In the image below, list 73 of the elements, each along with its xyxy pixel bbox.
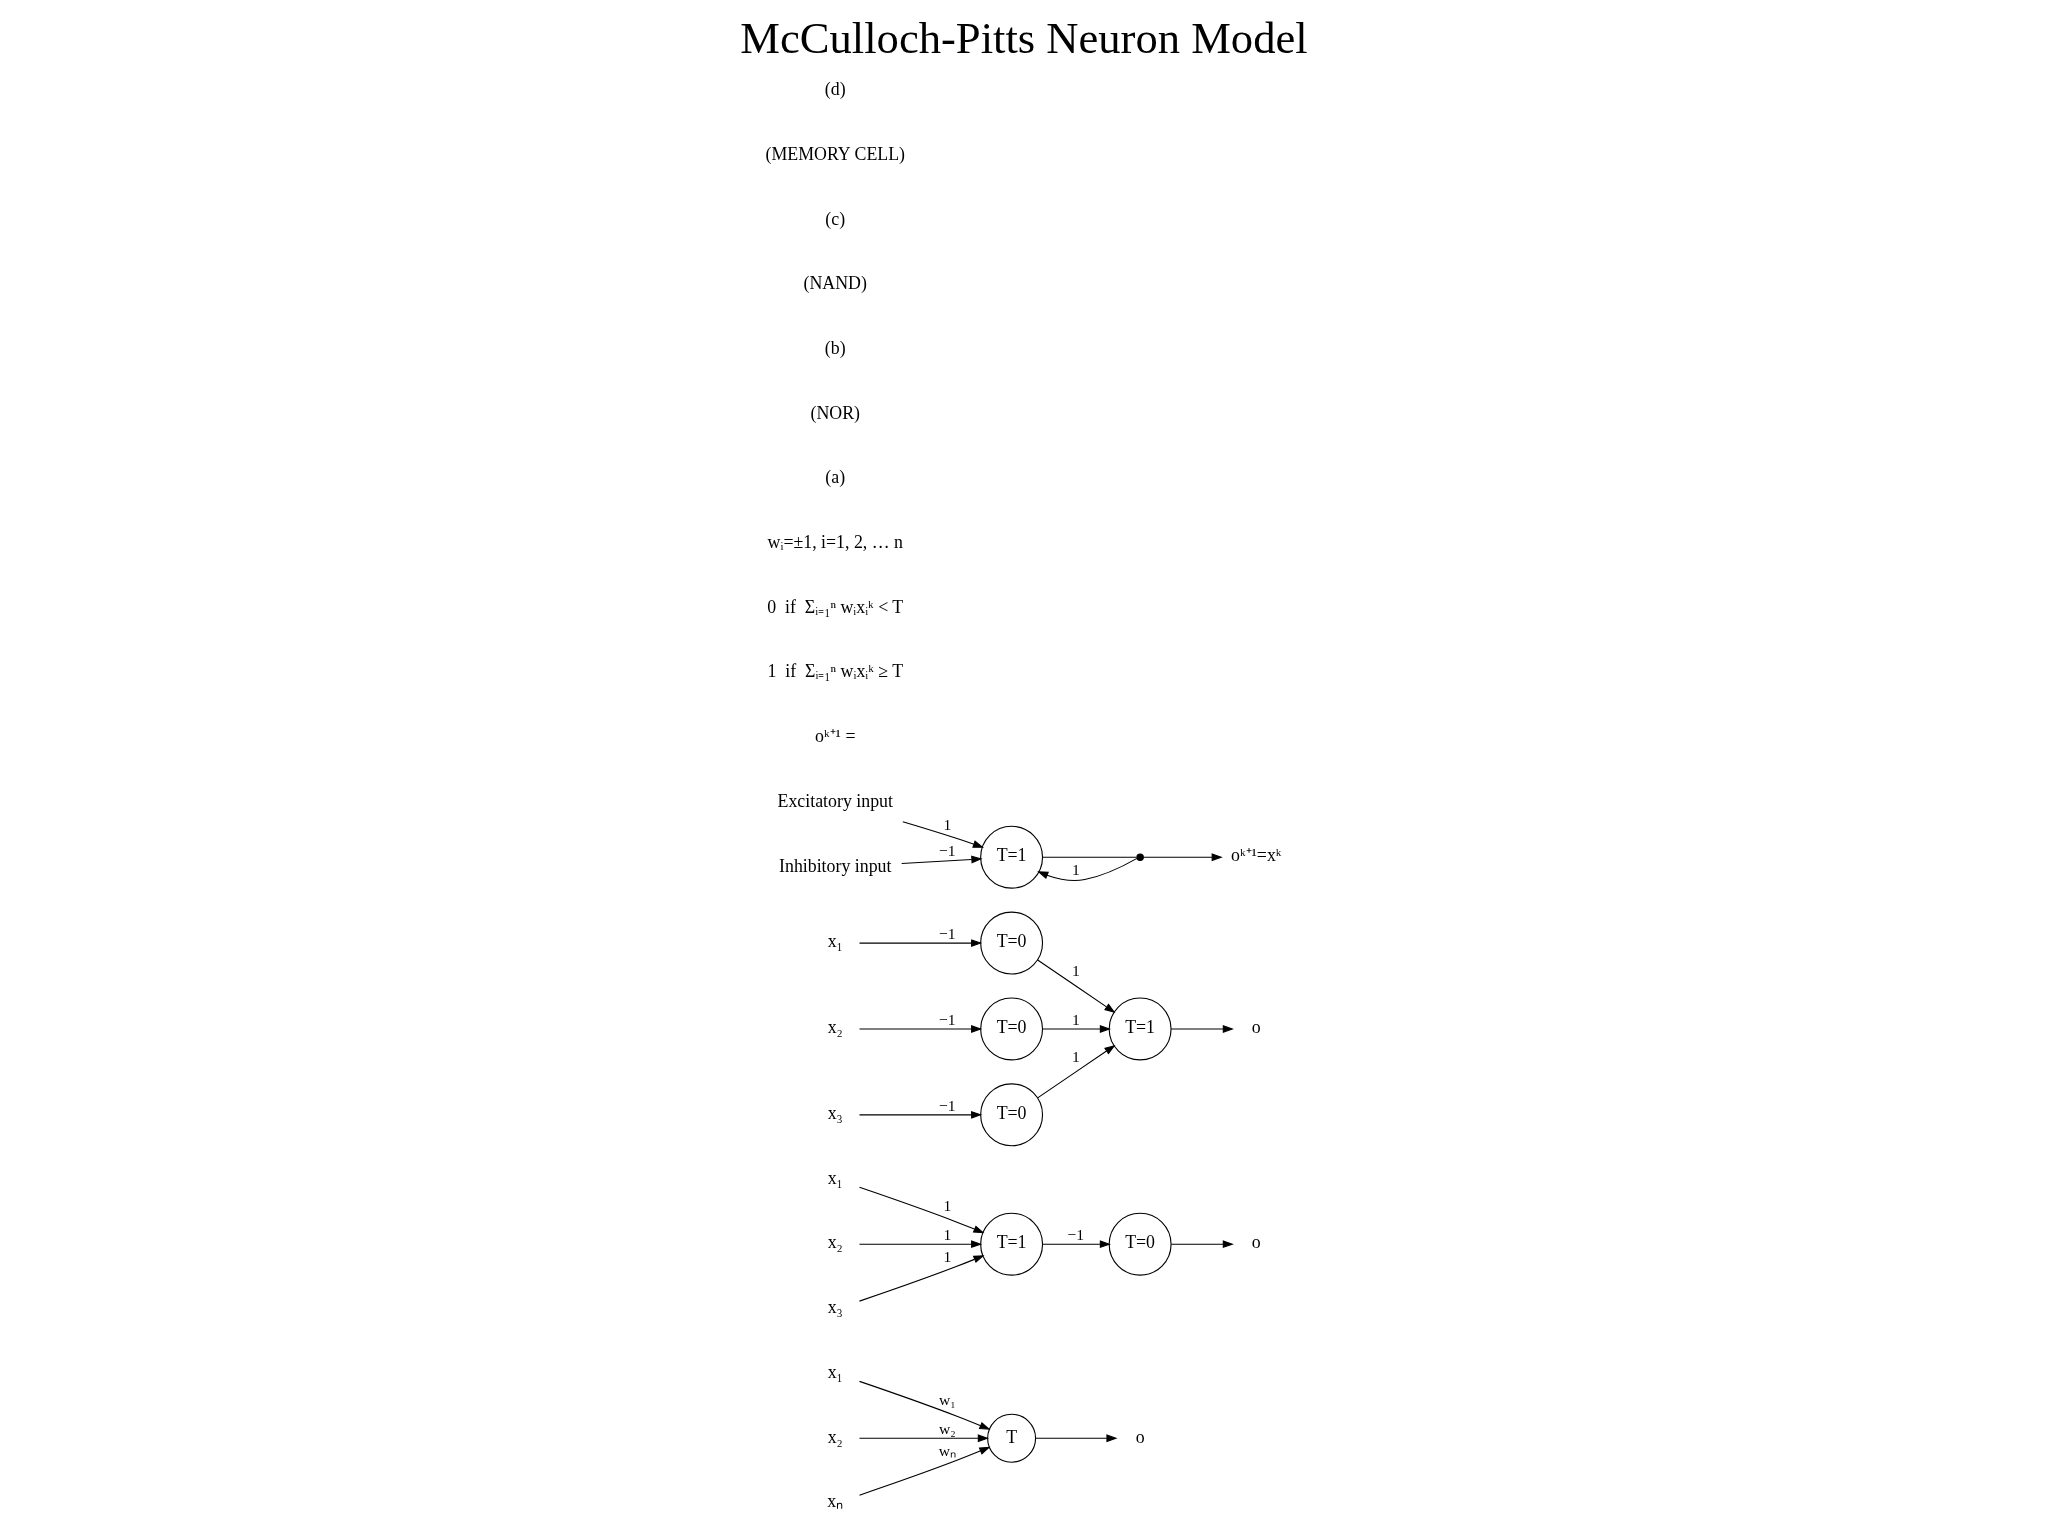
arrow [901, 855, 983, 865]
node-circle: T=0 [980, 911, 1044, 975]
node-circle: T [987, 1413, 1037, 1463]
edge-label: 1 [1071, 1047, 1080, 1065]
label: (NAND) [803, 273, 867, 294]
label: wᵢ=±1, i=1, 2, … n [767, 532, 903, 553]
edge-label: 1 [943, 815, 952, 833]
node-circle: T=0 [980, 1083, 1044, 1147]
arrow [858, 1110, 983, 1119]
node-circle: T=1 [980, 1212, 1044, 1276]
node-text: x₂ [827, 1232, 843, 1253]
arrow [858, 939, 983, 947]
node-text: x₃ [827, 1297, 843, 1318]
arrow [858, 1255, 985, 1302]
edge-label: w₁ [938, 1391, 956, 1409]
arrow [858, 1434, 989, 1443]
node-text: x₂ [827, 1017, 843, 1038]
label: (MEMORY CELL) [765, 143, 905, 164]
node-text: x₁ [827, 931, 843, 952]
node-circle: T=0 [1108, 1212, 1172, 1276]
label: (c) [825, 208, 846, 229]
arrow [1042, 1025, 1111, 1033]
arrow [1037, 857, 1138, 882]
arrow [1035, 1434, 1118, 1443]
label: (a) [825, 467, 846, 488]
node-text: x₃ [827, 1103, 843, 1124]
edge-label: −1 [939, 924, 956, 942]
node-text: xₙ [827, 1491, 844, 1512]
edge-label: 1 [943, 1225, 952, 1243]
arrow [858, 1446, 991, 1496]
label: (NOR) [810, 402, 861, 423]
edge-label: −1 [939, 842, 956, 860]
arrow [858, 1186, 985, 1234]
node-text: o [1251, 1017, 1261, 1038]
arrow [858, 1240, 983, 1249]
arrow [858, 1025, 983, 1033]
node-text: Inhibitory input [779, 855, 892, 876]
arrow [1037, 1044, 1116, 1099]
node-circle: T=0 [980, 997, 1044, 1061]
node-text: x₁ [827, 1361, 843, 1382]
edge-label: 1 [1071, 1010, 1080, 1028]
arrow [1170, 1025, 1234, 1033]
node-text: x₁ [827, 1167, 843, 1188]
diagram-title: McCulloch-Pitts Neuron Model [740, 13, 1308, 64]
edge-label: 1 [1071, 861, 1080, 879]
node-circle: T=1 [1108, 997, 1172, 1061]
edge-label: 1 [1071, 961, 1080, 979]
arrow [902, 821, 985, 848]
node-dot [1136, 853, 1144, 861]
node-circle: T=1 [980, 825, 1044, 889]
edge-label: 1 [943, 1248, 952, 1266]
edge-label: −1 [939, 1096, 956, 1114]
arrow [858, 1380, 991, 1430]
arrow [1143, 853, 1223, 862]
edge-label: 1 [943, 1196, 952, 1214]
connector [1042, 856, 1137, 858]
arrow [1042, 1240, 1111, 1249]
arrow [1170, 1240, 1234, 1249]
label: 1 if Σᵢ₌₁ⁿ wᵢxᵢᵏ ≥ T [767, 661, 904, 682]
label: oᵏ⁺¹ = [815, 726, 856, 747]
edge-label: −1 [1067, 1225, 1085, 1243]
node-text: x₂ [827, 1426, 843, 1447]
node-text: o [1135, 1426, 1145, 1447]
edge-label: wₙ [938, 1442, 956, 1460]
node-text: oᵏ⁺¹=xᵏ [1231, 845, 1282, 866]
label: (d) [824, 79, 846, 100]
edge-label: w₂ [938, 1420, 956, 1438]
arrow [1037, 959, 1116, 1013]
node-text: Excitatory input [777, 790, 893, 811]
edge-label: −1 [939, 1010, 956, 1028]
node-text: o [1251, 1232, 1261, 1253]
label: 0 if Σᵢ₌₁ⁿ wᵢxᵢᵏ < T [767, 596, 904, 617]
label: (b) [824, 338, 846, 359]
